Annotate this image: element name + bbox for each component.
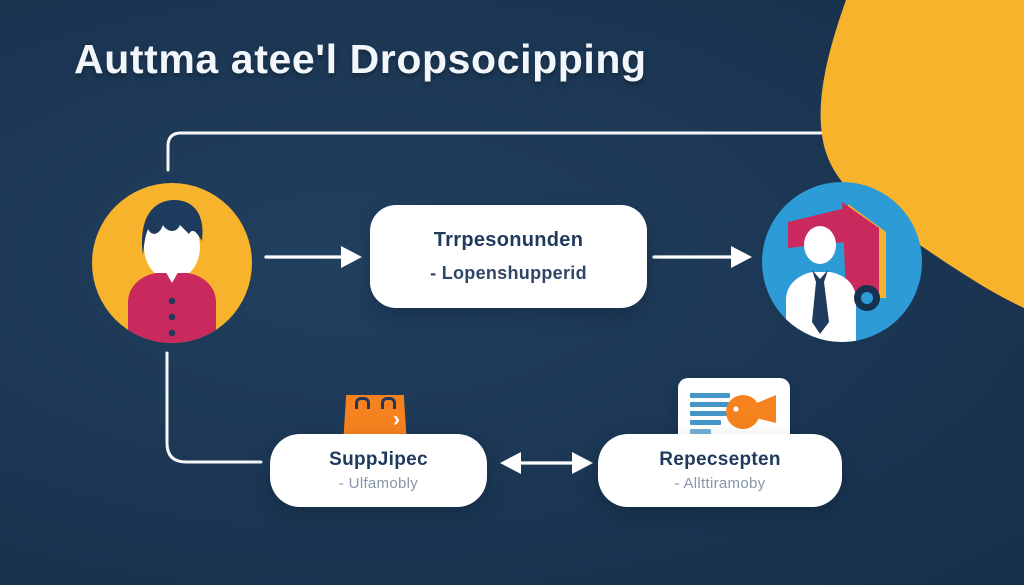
fish-icon <box>726 395 776 429</box>
customer-supplier-connector <box>165 351 263 464</box>
process-card-line2: - Lopenshupperid <box>430 263 587 283</box>
customer-node <box>92 183 252 343</box>
courier-node <box>762 182 922 342</box>
document-text-line <box>690 393 730 398</box>
reception-card: Repecsepten - Allttiramoby <box>598 434 842 507</box>
supplier-card: SuppJipec - Ulfamobly <box>270 434 487 507</box>
supplier-card-title: SuppJipec <box>329 449 428 470</box>
reception-card-title: Repecsepten <box>659 449 781 470</box>
bag-handle-icon <box>381 397 396 409</box>
page-title: Auttma atee'l Dropsocipping <box>74 36 647 82</box>
process-card-line1: Trrpesonunden <box>433 229 584 251</box>
process-card: Trrpesonunden - Lopenshupperid <box>370 205 647 308</box>
arrow-right-process-to-courier <box>652 246 752 268</box>
supplier-card-subtitle: - Ulfamobly <box>338 475 419 492</box>
double-arrow-supplier-reception <box>500 452 593 474</box>
document-text-line <box>690 402 730 407</box>
document-text-line <box>690 420 721 425</box>
bag-handle-icon <box>355 397 370 409</box>
reception-card-subtitle: - Allttiramoby <box>674 475 766 492</box>
courier-truck-icon <box>786 202 886 342</box>
person-avatar-icon <box>128 199 216 343</box>
arrow-right-customer-to-process <box>264 246 362 268</box>
document-text-line <box>690 411 730 416</box>
document-text-line <box>690 429 711 434</box>
bag-chevron-icon: › <box>393 408 400 431</box>
